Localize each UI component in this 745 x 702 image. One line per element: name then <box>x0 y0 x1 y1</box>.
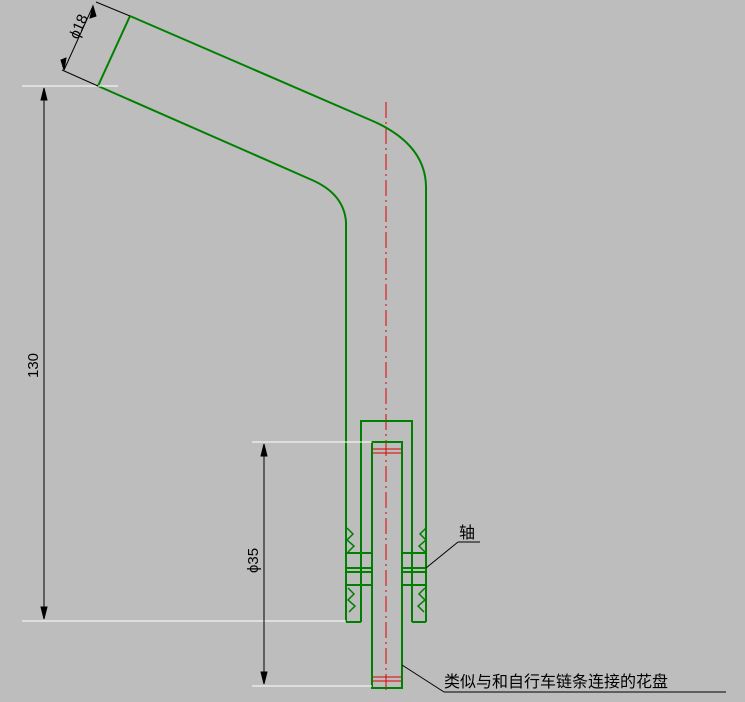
crank-arm-lower-edge <box>97 85 347 622</box>
leader-chainring <box>401 664 726 693</box>
dimension-130-label: 130 <box>25 353 42 378</box>
shaft <box>345 552 427 586</box>
chainring-hatch-marks <box>373 448 401 682</box>
dimension-130 <box>40 87 48 620</box>
chainring <box>371 441 403 689</box>
extension-lines <box>22 85 372 687</box>
dimension-d18 <box>60 1 131 87</box>
weld-marks <box>345 527 428 613</box>
label-chainring: 类似与和自行车链条连接的花盘 <box>444 672 668 691</box>
hub-housing <box>346 420 426 623</box>
label-shaft: 轴 <box>459 523 475 542</box>
dimension-d35 <box>260 443 268 685</box>
crank-arm-upper-edge <box>129 15 427 622</box>
crank-arm <box>97 15 427 622</box>
leader-shaft <box>425 541 480 569</box>
dimension-d35-label: ϕ35 <box>245 548 262 573</box>
crank-arm-end-face <box>97 15 131 87</box>
